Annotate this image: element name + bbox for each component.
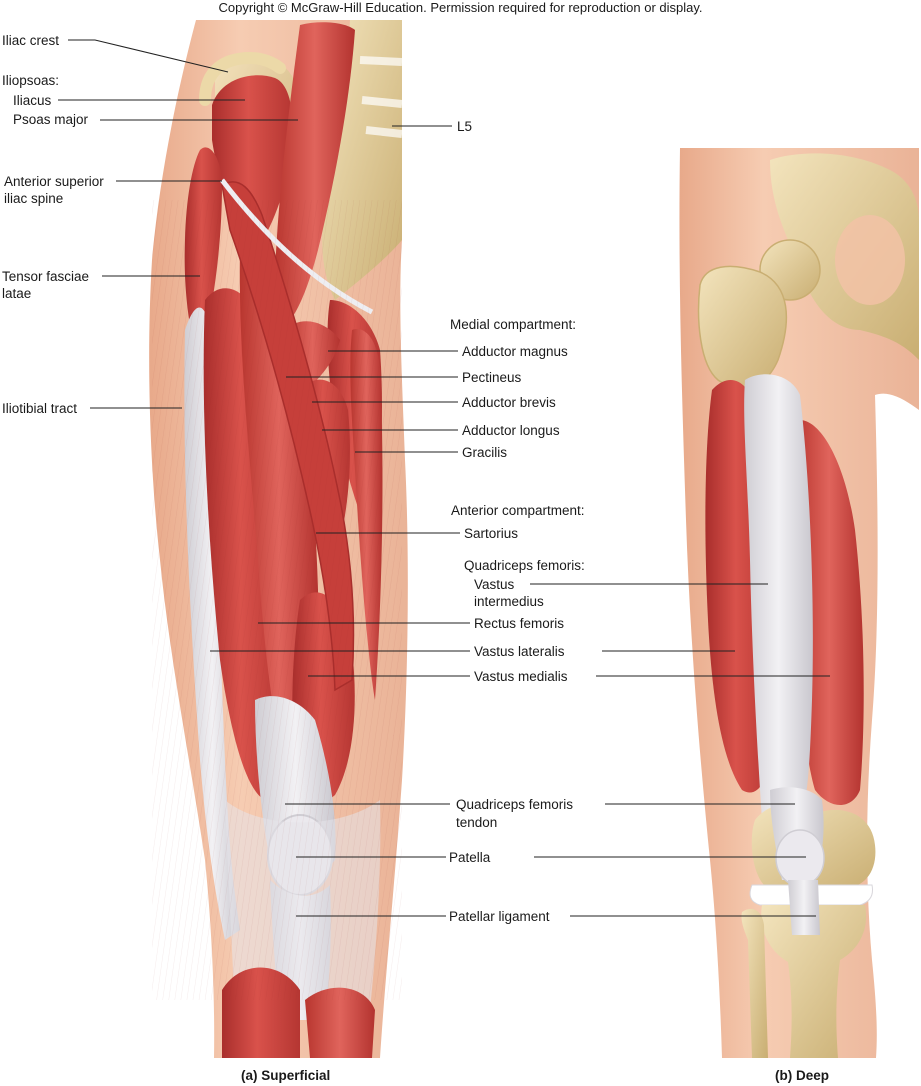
label-anterior-compartment: Anterior compartment: [451,503,585,518]
superficial-view [149,20,408,1058]
superficial-iliac-crest [199,51,286,106]
label-vastus-intermedius-line1: Vastus [474,577,515,592]
copyright-notice: Copyright © McGraw-Hill Education. Permi… [218,0,703,15]
label-medial-compartment: Medial compartment: [450,317,577,332]
label-iliopsoas: Iliopsoas: [2,73,60,88]
label-quad-tendon-line1: Quadriceps femoris [456,797,574,812]
deep-greater-trochanter [697,265,788,389]
caption-deep: (b) Deep [775,1068,829,1083]
label-asis-line1: Anterior superior [4,174,104,189]
label-iliacus: Iliacus [13,93,52,108]
label-gracilis: Gracilis [462,445,508,460]
label-tfl-line2: latae [2,286,32,301]
deep-patella [775,829,825,887]
leader-lines [58,39,830,917]
label-adductor-longus: Adductor longus [462,423,560,438]
label-tfl-line1: Tensor fasciae [2,269,90,284]
label-patellar-ligament: Patellar ligament [449,909,550,924]
label-asis-line2: iliac spine [4,191,64,206]
deep-vastus-medialis [794,420,864,805]
label-vastus-intermedius-line2: intermedius [474,594,544,609]
deep-patellar-ligament [788,880,820,935]
deep-fibula [741,908,768,1058]
label-sartorius: Sartorius [464,526,519,541]
label-iliotibial-tract: Iliotibial tract [2,401,78,416]
label-quad-tendon-line2: tendon [456,815,498,830]
label-quadriceps-femoris: Quadriceps femoris: [464,558,585,573]
label-patella: Patella [449,850,491,865]
label-l5: L5 [457,119,473,134]
label-iliac-crest: Iliac crest [2,33,60,48]
label-rectus-femoris: Rectus femoris [474,616,565,631]
deep-tibia [761,905,867,1058]
deep-view [679,148,919,1058]
label-psoas-major: Psoas major [13,112,89,127]
label-adductor-brevis: Adductor brevis [462,395,556,410]
label-vastus-lateralis: Vastus lateralis [474,644,565,659]
deep-vastus-intermedius [744,374,813,820]
label-pectineus: Pectineus [462,370,522,385]
label-vastus-medialis: Vastus medialis [474,669,568,684]
caption-superficial: (a) Superficial [241,1068,331,1083]
label-adductor-magnus: Adductor magnus [462,344,568,359]
